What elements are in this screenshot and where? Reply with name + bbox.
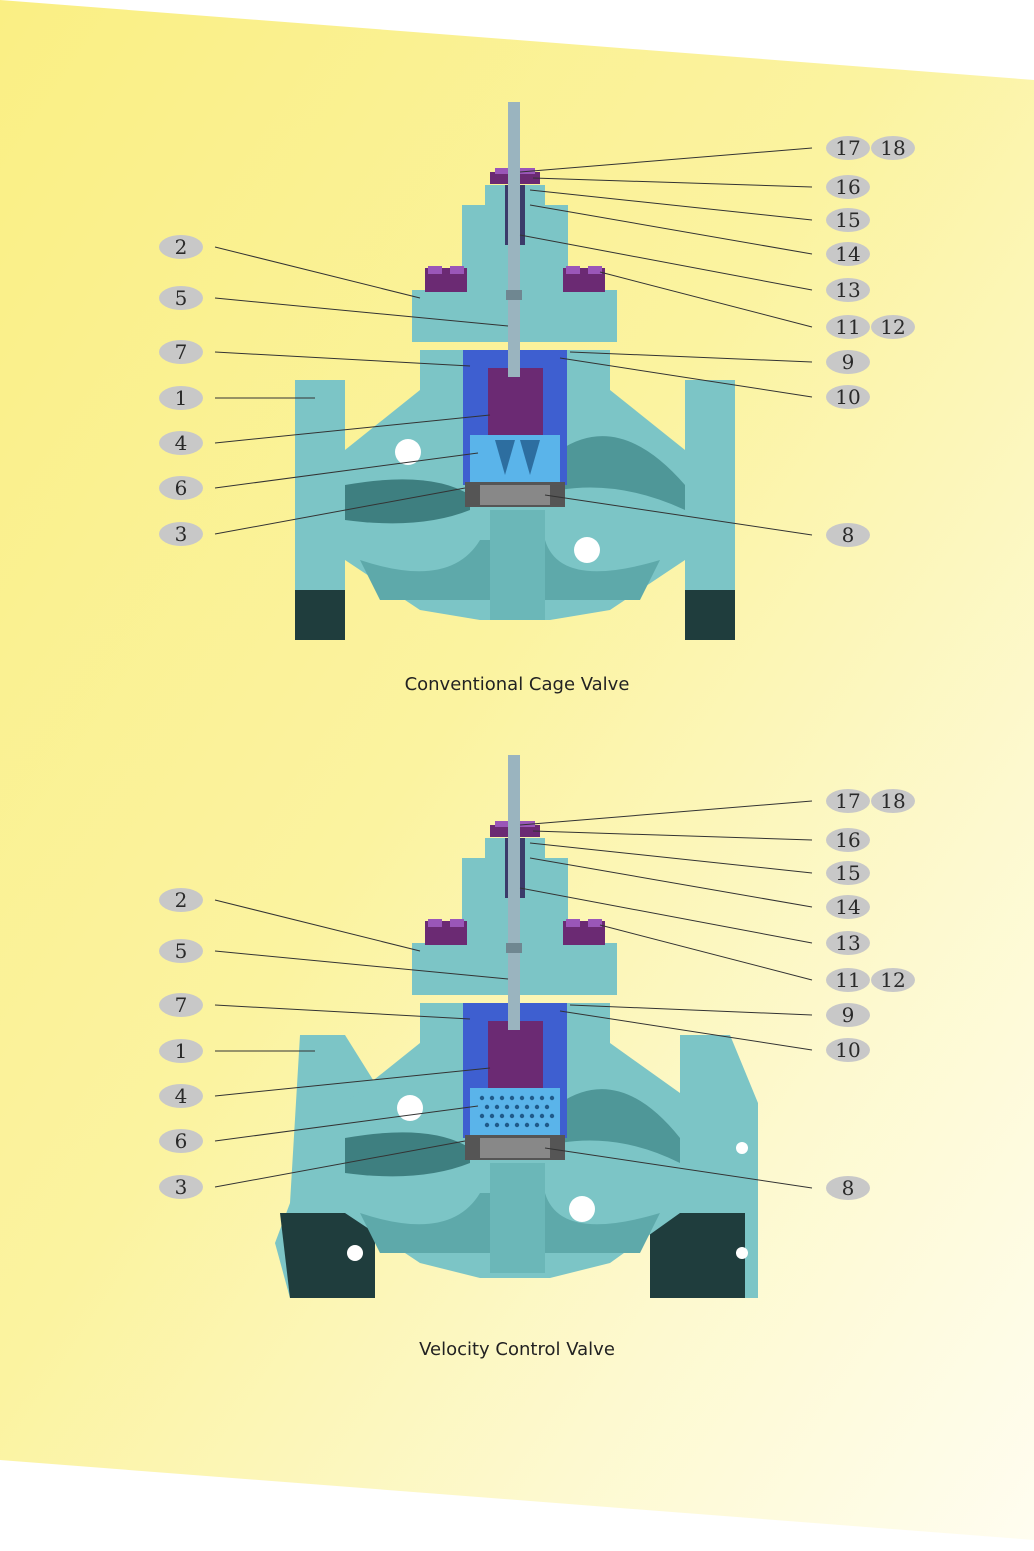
valve-cross-section: 2 5 7 1 4 6 3 17 18 16 15 14 13 11 12 9 … <box>159 102 915 640</box>
diagram-caption: Velocity Control Valve <box>419 1339 615 1360</box>
callout-number: 3 <box>175 522 188 546</box>
callout-badge: 18 <box>871 136 915 160</box>
callout-badge: 6 <box>159 1129 203 1153</box>
callout-number: 9 <box>842 350 855 374</box>
callout-number: 10 <box>835 1038 860 1062</box>
conventional-cage-valve-diagram: 2 5 7 1 4 6 3 17 18 16 15 14 13 11 12 9 … <box>0 90 1034 710</box>
callout-badge: 2 <box>159 888 203 912</box>
callout-badge: 2 <box>159 235 203 259</box>
valve-drawing <box>295 102 735 640</box>
callout-number: 8 <box>842 1176 855 1200</box>
callout-number: 2 <box>175 888 188 912</box>
callout-number: 16 <box>835 828 860 852</box>
callout-number: 17 <box>835 789 860 813</box>
callout-badges: 2 5 7 1 4 6 3 17 18 16 15 14 13 11 12 9 … <box>159 136 915 547</box>
callout-number: 18 <box>880 789 905 813</box>
callout-number: 13 <box>835 278 860 302</box>
callout-badge: 16 <box>826 828 870 852</box>
callout-number: 3 <box>175 1175 188 1199</box>
callout-badge: 3 <box>159 522 203 546</box>
callout-number: 14 <box>835 895 860 919</box>
callout-badge: 10 <box>826 1038 870 1062</box>
callout-badge: 17 <box>826 136 870 160</box>
callout-number: 4 <box>175 1084 188 1108</box>
callout-number: 2 <box>175 235 188 259</box>
callout-number: 15 <box>835 208 860 232</box>
callout-number: 11 <box>835 315 860 339</box>
callout-badge: 6 <box>159 476 203 500</box>
callout-badge: 11 <box>826 315 870 339</box>
callout-number: 13 <box>835 931 860 955</box>
callout-number: 1 <box>175 1039 188 1063</box>
callout-number: 12 <box>880 315 905 339</box>
callout-badge: 13 <box>826 278 870 302</box>
callout-number: 11 <box>835 968 860 992</box>
diagram-caption: Conventional Cage Valve <box>404 674 630 695</box>
leader-lines <box>214 147 813 536</box>
callout-badge: 7 <box>159 993 203 1017</box>
callout-badge: 3 <box>159 1175 203 1199</box>
callout-badge: 8 <box>826 1176 870 1200</box>
callout-badges: 2 5 7 1 4 6 3 17 18 16 15 14 13 11 12 9 … <box>159 789 915 1200</box>
callout-number: 9 <box>842 1003 855 1027</box>
callout-number: 10 <box>835 385 860 409</box>
callout-badge: 4 <box>159 1084 203 1108</box>
valve-drawing <box>275 755 758 1298</box>
callout-badge: 17 <box>826 789 870 813</box>
callout-badge: 5 <box>159 286 203 310</box>
callout-badge: 14 <box>826 895 870 919</box>
callout-badge: 1 <box>159 1039 203 1063</box>
callout-badge: 9 <box>826 350 870 374</box>
callout-badge: 11 <box>826 968 870 992</box>
callout-number: 4 <box>175 431 188 455</box>
valve-cross-section: 2 5 7 1 4 6 3 17 18 16 15 14 13 11 12 9 … <box>159 755 915 1298</box>
callout-badge: 1 <box>159 386 203 410</box>
callout-badge: 18 <box>871 789 915 813</box>
callout-number: 15 <box>835 861 860 885</box>
callout-number: 7 <box>175 993 188 1017</box>
callout-number: 6 <box>175 1129 188 1153</box>
callout-badge: 15 <box>826 861 870 885</box>
callout-number: 1 <box>175 386 188 410</box>
callout-badge: 4 <box>159 431 203 455</box>
callout-badge: 14 <box>826 242 870 266</box>
callout-badge: 12 <box>871 315 915 339</box>
callout-number: 12 <box>880 968 905 992</box>
callout-badge: 15 <box>826 208 870 232</box>
callout-badge: 5 <box>159 939 203 963</box>
callout-badge: 7 <box>159 340 203 364</box>
callout-badge: 8 <box>826 523 870 547</box>
callout-number: 14 <box>835 242 860 266</box>
callout-number: 7 <box>175 340 188 364</box>
callout-badge: 10 <box>826 385 870 409</box>
callout-number: 16 <box>835 175 860 199</box>
callout-number: 5 <box>175 286 188 310</box>
callout-number: 17 <box>835 136 860 160</box>
callout-badge: 16 <box>826 175 870 199</box>
callout-number: 8 <box>842 523 855 547</box>
callout-number: 18 <box>880 136 905 160</box>
leader-lines <box>214 800 813 1189</box>
callout-number: 5 <box>175 939 188 963</box>
callout-badge: 13 <box>826 931 870 955</box>
velocity-control-valve-diagram: 2 5 7 1 4 6 3 17 18 16 15 14 13 11 12 9 … <box>0 743 1034 1363</box>
callout-number: 6 <box>175 476 188 500</box>
callout-badge: 9 <box>826 1003 870 1027</box>
callout-badge: 12 <box>871 968 915 992</box>
